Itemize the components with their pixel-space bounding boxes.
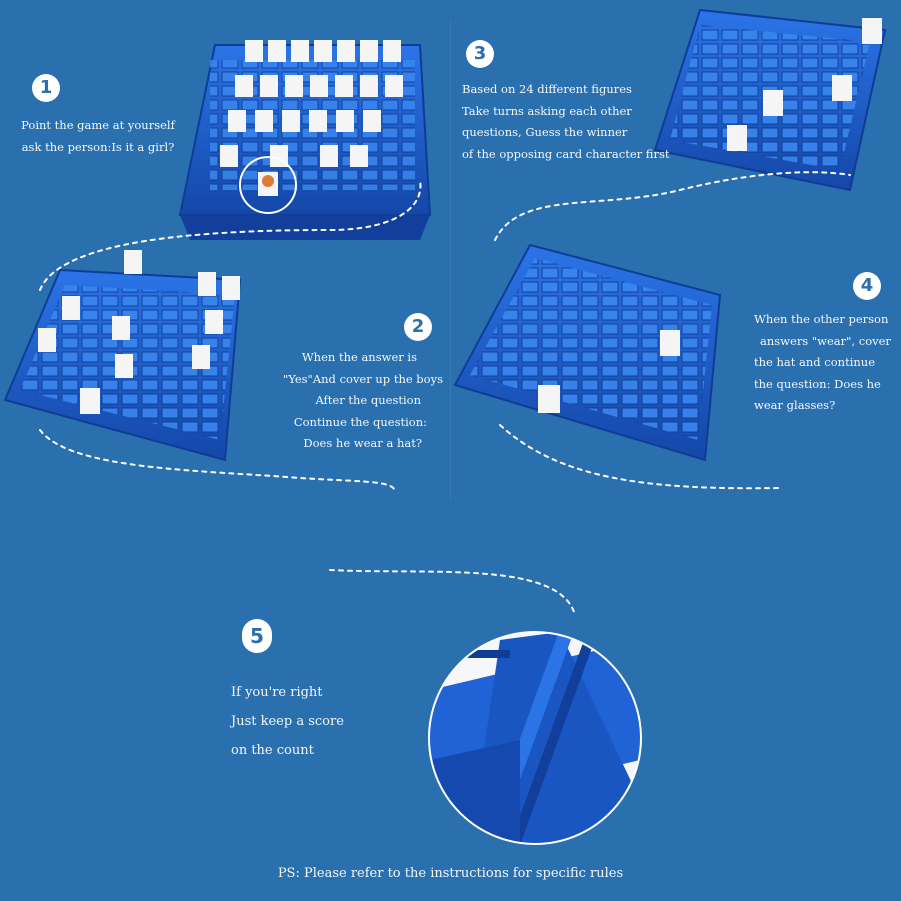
step-5-text: If you're right Just keep a score on the… [231, 678, 344, 765]
step-5-badge: 5 [242, 619, 272, 653]
step-4-line: When the other person [754, 312, 889, 326]
step-3-text: Based on 24 different figures Take turns… [462, 79, 669, 165]
step-1-line: Point the game at yourself [21, 118, 175, 132]
step-1-text: Point the game at yourself ask the perso… [8, 115, 188, 158]
step-1-line: ask the person:Is it a girl? [21, 139, 175, 154]
step-2-line: Continue the question: [293, 414, 427, 429]
step-2-line: When the answer is [301, 350, 417, 364]
dashed-path [39, 171, 851, 616]
step-5-line: Just keep a score [231, 714, 344, 729]
step-3-line: Based on 24 different figures [462, 82, 632, 96]
step-4-line: the question: Does he [754, 376, 881, 391]
step-3-line: Take turns asking each other [462, 103, 632, 118]
board-step-4 [453, 243, 722, 462]
step-5-line: on the count [231, 743, 314, 758]
scoreboard-closeup [428, 631, 642, 845]
step-2-line: Does he wear a hat? [303, 436, 422, 450]
step-4-text: When the other person answers "wear", co… [754, 309, 891, 417]
step-3-line: of the opposing card character first [462, 146, 670, 161]
board-step-2 [3, 250, 242, 462]
step-4-line: wear glasses? [754, 398, 836, 412]
step-4-line: the hat and continue [754, 355, 875, 369]
step-3-badge: 3 [466, 40, 494, 68]
step-5-line: If you're right [231, 685, 323, 700]
step-2-badge: 2 [404, 313, 432, 341]
step-1-badge: 1 [32, 74, 60, 102]
highlight-circle [239, 156, 297, 214]
footnote: PS: Please refer to the instructions for… [277, 866, 624, 881]
step-3-line: questions, Guess the winner [462, 125, 628, 139]
panel-divider [450, 20, 451, 500]
step-4-line: answers "wear", cover [760, 333, 891, 348]
board-step-1 [178, 40, 432, 240]
step-2-line: "Yes"And cover up the boys [282, 371, 443, 386]
step-4-badge: 4 [853, 272, 881, 300]
step-2-text: When the answer is "Yes"And cover up the… [280, 347, 443, 455]
face-cards-1 [220, 40, 403, 167]
step-2-line: After the question [315, 393, 421, 407]
board-step-3 [653, 8, 887, 192]
